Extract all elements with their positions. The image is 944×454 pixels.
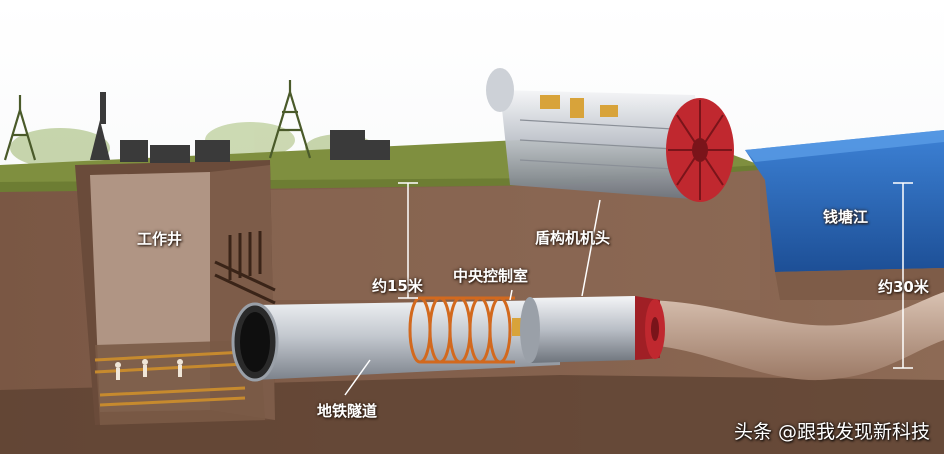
label-work-shaft: 工作井 bbox=[137, 230, 183, 248]
label-metro-tunnel: 地铁隧道 bbox=[317, 402, 378, 420]
bored-path bbox=[640, 292, 944, 381]
work-shaft bbox=[75, 160, 276, 425]
river bbox=[745, 130, 944, 272]
label-river: 钱塘江 bbox=[823, 208, 869, 226]
depth-markers bbox=[344, 182, 913, 396]
label-depth-30: 约30米 bbox=[878, 278, 929, 296]
surface-buildings bbox=[90, 92, 390, 163]
label-control-room: 中央控制室 bbox=[453, 267, 529, 285]
headframe-towers bbox=[3, 80, 312, 161]
shield-machine-callout bbox=[486, 68, 734, 297]
shield-machine-body bbox=[520, 296, 665, 363]
label-depth-15: 约15米 bbox=[372, 277, 423, 295]
label-shield-head: 盾构机机头 bbox=[535, 229, 611, 247]
watermark: 头条 @跟我发现新科技 bbox=[733, 421, 930, 443]
